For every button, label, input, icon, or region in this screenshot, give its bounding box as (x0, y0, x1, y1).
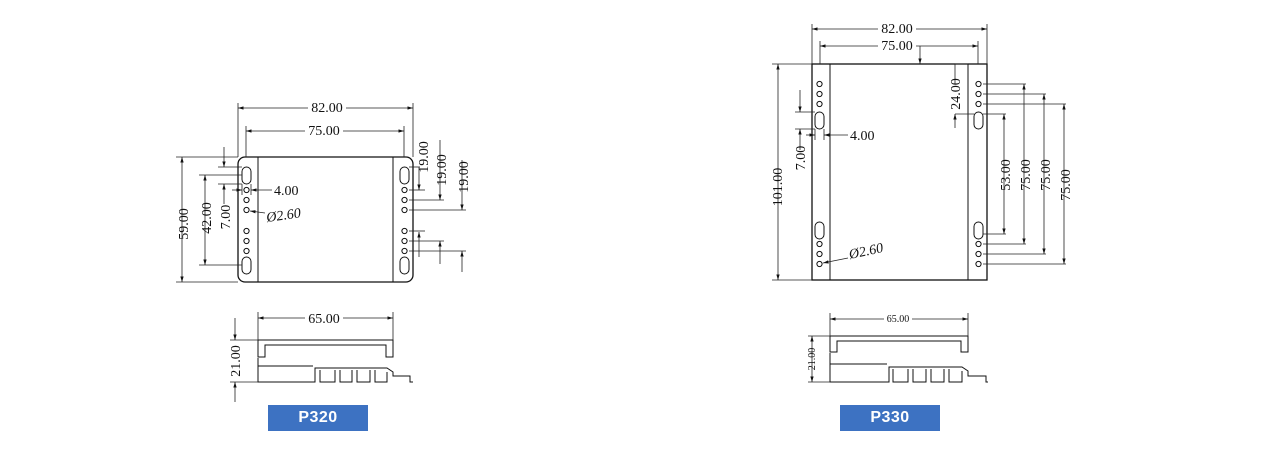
p320-slot (241, 166, 252, 185)
p320-dim-pitch-c: 19.00 (457, 161, 472, 193)
p330-dim-pitch-a: 53.00 (999, 159, 1014, 191)
p330-hole (816, 80, 823, 88)
p320-dim-slot-pitch: 42.00 (200, 202, 215, 234)
p330-dim-profile-height: 21.00 (807, 348, 818, 371)
p320-top-view: 82.00 75.00 59.00 42.00 7.00 4.00 Ø2.60 (176, 99, 472, 283)
p320-slot (399, 256, 410, 275)
p330-dim-height-overall: 101.00 (771, 168, 786, 207)
p330-dim-width-inner: 75.00 (881, 39, 913, 54)
p330-plate-outline (811, 63, 988, 281)
p330-slot (814, 111, 825, 130)
p330-dim-slot-height: 7.00 (794, 146, 809, 171)
p320-plate-outline (237, 156, 414, 283)
p330-top-view: 82.00 75.00 101.00 7.00 4.00 Ø2.60 24.0 (771, 21, 1074, 281)
p320-dim-width-inner: 75.00 (308, 124, 340, 139)
p320-hole (243, 186, 250, 194)
p320-model-badge: P320 (268, 405, 368, 431)
p330-dim-top-offset: 24.00 (949, 78, 964, 110)
p320-dim-profile-height: 21.00 (229, 345, 244, 377)
p320-dim-pitch-b: 19.00 (435, 154, 450, 186)
p330-dim-width-overall: 82.00 (881, 22, 913, 37)
p320-dim-slot-width: 4.00 (274, 184, 299, 199)
p330-slot (973, 221, 984, 240)
p320-dim-height-overall: 59.00 (177, 208, 192, 240)
p320-slot (241, 256, 252, 275)
p330-dim-pitch-b: 75.00 (1019, 159, 1034, 191)
p320-profile-view: 65.00 21.00 (229, 310, 413, 402)
p330-dim-slot-width: 4.00 (850, 129, 875, 144)
p330-slot (814, 221, 825, 240)
p320-dim-hole-diameter: Ø2.60 (264, 206, 301, 226)
p320-slot (399, 166, 410, 185)
p330-model-badge: P330 (840, 405, 940, 431)
p330-profile-view: 65.00 21.00 (807, 313, 988, 383)
p320-dim-slot-height: 7.00 (219, 205, 234, 230)
p320-dim-width-overall: 82.00 (311, 101, 343, 116)
p330-dim-hole-diameter: Ø2.60 (847, 241, 885, 263)
p330-slot (973, 111, 984, 130)
p330-dim-pitch-c: 75.00 (1039, 159, 1054, 191)
p320-dim-profile-width: 65.00 (308, 312, 340, 327)
p320-dim-pitch-a: 19.00 (417, 141, 432, 173)
p330-dim-profile-width: 65.00 (887, 314, 910, 325)
p330-dim-pitch-d: 75.00 (1059, 169, 1074, 201)
